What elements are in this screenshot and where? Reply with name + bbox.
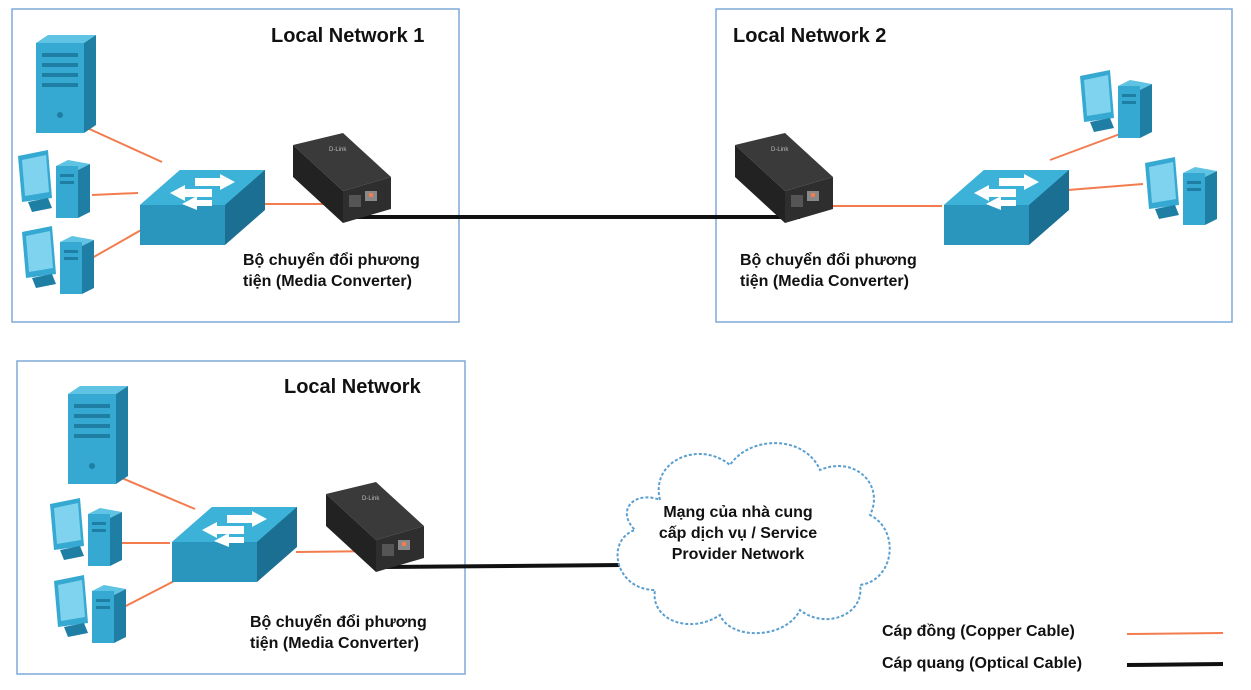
converter-label-line2: tiện (Media Converter) (250, 635, 419, 652)
converter-label-line2: tiện (Media Converter) (243, 273, 412, 290)
media-converter-icon (735, 133, 833, 223)
pc-icon (1080, 70, 1152, 138)
cloud-label: Mạng của nhà cung cấp dịch vụ / Service … (618, 502, 858, 565)
switch-icon (172, 507, 297, 582)
switch-icon (944, 170, 1069, 245)
switch-icon (140, 170, 265, 245)
pc-icon (50, 498, 122, 566)
media-converter-icon (293, 133, 391, 223)
converter-label-line2: tiện (Media Converter) (740, 273, 909, 290)
cloud-label-line3: Provider Network (671, 546, 805, 563)
server-icon (68, 386, 128, 484)
network-2-copper-links (815, 133, 1144, 207)
legend-optical-label: Cáp quang (Optical Cable) (882, 655, 1083, 672)
cloud-label-line1: Mạng của nhà cung (663, 504, 813, 521)
pc-icon (1145, 157, 1217, 225)
network-1-box (11, 8, 460, 323)
network-1-title: Local Network 1 (271, 25, 425, 47)
network-2-title: Local Network 2 (733, 25, 887, 47)
legend-optical-line (1126, 662, 1224, 667)
legend-copper-line (1126, 632, 1224, 635)
converter-label-line1: Bộ chuyển đổi phương (250, 614, 427, 631)
cloud-label-line2: cấp dịch vụ / Service (658, 525, 818, 542)
network-2-box (715, 8, 1233, 323)
media-converter-icon (326, 482, 424, 572)
network-1-converter-label: Bộ chuyển đổi phương tiện (Media Convert… (243, 250, 420, 292)
network-3-converter-label: Bộ chuyển đổi phương tiện (Media Convert… (250, 612, 427, 654)
converter-label-line1: Bộ chuyển đổi phương (740, 252, 917, 269)
network-3-box (16, 360, 466, 675)
legend-copper-label: Cáp đồng (Copper Cable) (882, 623, 1075, 640)
network-2-converter-label: Bộ chuyển đổi phương tiện (Media Convert… (740, 250, 917, 292)
network-3-title: Local Network (284, 376, 421, 398)
server-icon (36, 35, 96, 133)
pc-icon (54, 575, 126, 643)
converter-label-line1: Bộ chuyển đổi phương (243, 252, 420, 269)
pc-icon (22, 226, 94, 294)
optical-link-net3-cloud (384, 563, 624, 569)
pc-icon (18, 150, 90, 218)
